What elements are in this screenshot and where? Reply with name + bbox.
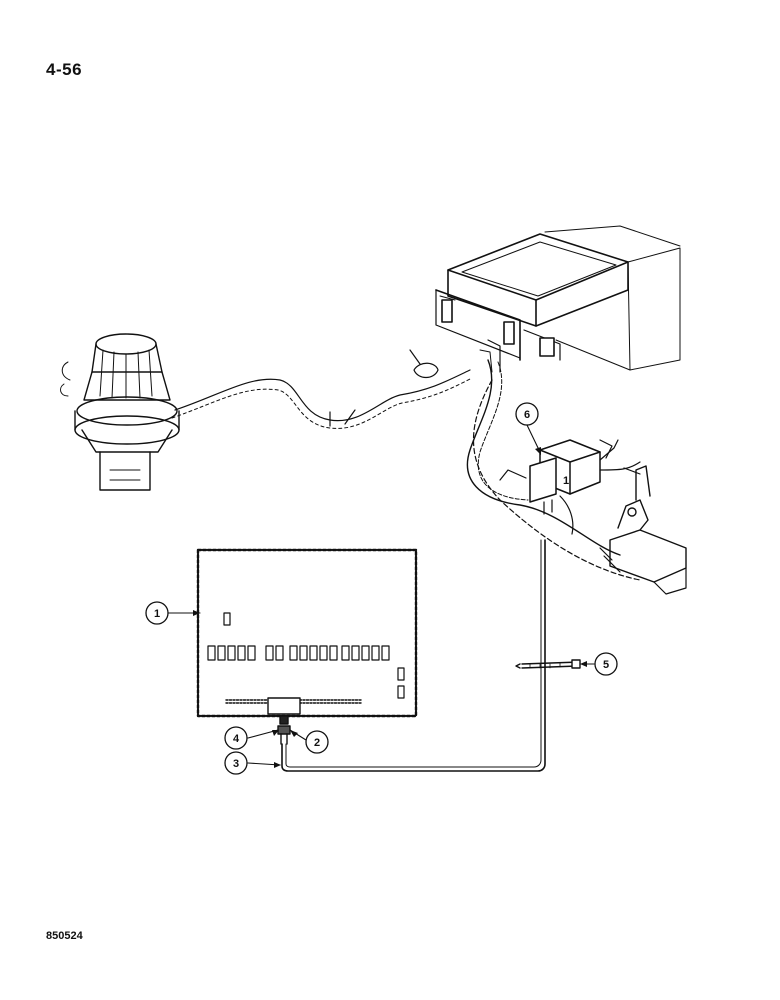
cable-plug xyxy=(277,715,291,745)
callout-4-label: 4 xyxy=(233,733,240,745)
callout-1-label: 1 xyxy=(154,608,160,620)
board-output-socket xyxy=(267,697,301,715)
cable-tie xyxy=(515,659,581,669)
signal-cable xyxy=(281,539,546,772)
callout-4-circle xyxy=(224,726,248,750)
callout-2-circle xyxy=(305,730,329,754)
machine-housing xyxy=(435,225,681,373)
callout-6-circle xyxy=(515,402,539,426)
relay xyxy=(499,439,641,535)
callout-2-label: 2 xyxy=(314,737,320,749)
figure-code: 850524 xyxy=(46,930,83,942)
callout-circles xyxy=(145,402,618,775)
connector-assembly xyxy=(599,439,687,595)
callout-1-circle xyxy=(145,601,169,625)
beacon-lamp xyxy=(60,333,180,491)
callout-6-label: 6 xyxy=(524,409,530,421)
callout-3-label: 3 xyxy=(233,758,239,770)
callout-3-circle xyxy=(224,751,248,775)
leader-arrowheads xyxy=(193,447,587,768)
board-component-row xyxy=(207,645,390,661)
controller-board xyxy=(196,548,418,718)
callout-5-circle xyxy=(594,652,618,676)
main-harness xyxy=(466,359,621,556)
relay-marking: 1 xyxy=(563,475,569,487)
page-number: 4-56 xyxy=(46,60,83,79)
leader-6 xyxy=(526,424,541,453)
callout-5-label: 5 xyxy=(603,659,609,671)
